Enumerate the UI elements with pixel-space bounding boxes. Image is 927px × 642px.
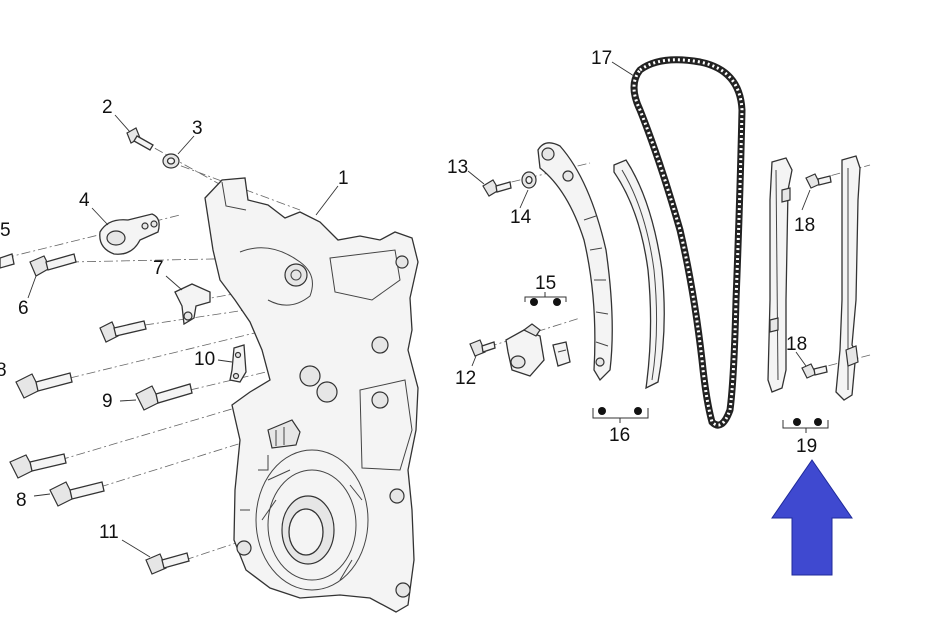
callout-8-lower: 8 — [16, 490, 27, 511]
callout-19: 19 — [796, 436, 817, 457]
bolt-part-12 — [469, 339, 496, 357]
bolt-part-8-upper — [15, 372, 73, 399]
clip-part-7 — [174, 283, 211, 326]
callout-11: 11 — [99, 522, 119, 543]
bracket-part-4 — [99, 213, 160, 255]
callout-8-upper: 8 — [0, 360, 7, 381]
bolt-part-5 — [0, 253, 15, 269]
group-bracket-19 — [782, 418, 829, 433]
bolt-part-7-upper — [99, 320, 147, 343]
callout-2: 2 — [102, 97, 113, 118]
group-bracket-15 — [524, 292, 567, 306]
callout-leader-lines — [27, 61, 811, 558]
callout-3: 3 — [192, 118, 203, 139]
bolt-part-8-middle — [9, 453, 67, 479]
callout-13: 13 — [447, 157, 468, 178]
timing-cover-part-1 — [204, 177, 419, 613]
bolt-part-11 — [145, 552, 190, 575]
callout-18-lower: 18 — [786, 334, 807, 355]
bolt-part-13 — [482, 179, 512, 197]
callout-16: 16 — [609, 425, 630, 446]
callout-1: 1 — [338, 168, 349, 189]
guide-rail-part-19-left — [767, 157, 793, 393]
tensioner-part-15 — [505, 323, 545, 377]
callout-labels: 1 2 3 4 5 6 7 8 9 10 8 11 12 13 14 15 16… — [0, 48, 817, 543]
callout-18-upper: 18 — [794, 215, 815, 236]
washer-part-3 — [162, 153, 180, 169]
tensioner-guide-part-16 — [537, 142, 613, 382]
timing-chain-part-17 — [630, 56, 746, 429]
bracket-part-10 — [229, 344, 247, 383]
callout-7: 7 — [153, 258, 164, 279]
bolt-part-18-lower — [801, 363, 828, 379]
callout-4: 4 — [79, 190, 90, 211]
fixed-guide-part-16 — [613, 159, 665, 390]
group-bracket-16 — [592, 407, 649, 423]
bolt-part-2 — [126, 127, 154, 151]
callout-6: 6 — [18, 298, 29, 319]
pointer-arrow-icon — [771, 459, 853, 576]
callout-9: 9 — [102, 391, 113, 412]
callout-14: 14 — [510, 207, 532, 228]
bolt-part-18-upper — [805, 173, 832, 189]
bolt-part-6 — [29, 253, 77, 277]
callout-5: 5 — [0, 220, 11, 241]
callout-17: 17 — [591, 48, 612, 69]
bolt-part-8-lower — [49, 481, 105, 507]
callout-12: 12 — [455, 368, 476, 389]
callout-15: 15 — [535, 273, 556, 294]
guide-rail-part-19-right — [835, 155, 861, 401]
bolt-part-9 — [135, 383, 193, 411]
callout-10: 10 — [194, 349, 215, 370]
washer-part-14 — [521, 171, 537, 189]
clip-part-15 — [552, 341, 571, 367]
